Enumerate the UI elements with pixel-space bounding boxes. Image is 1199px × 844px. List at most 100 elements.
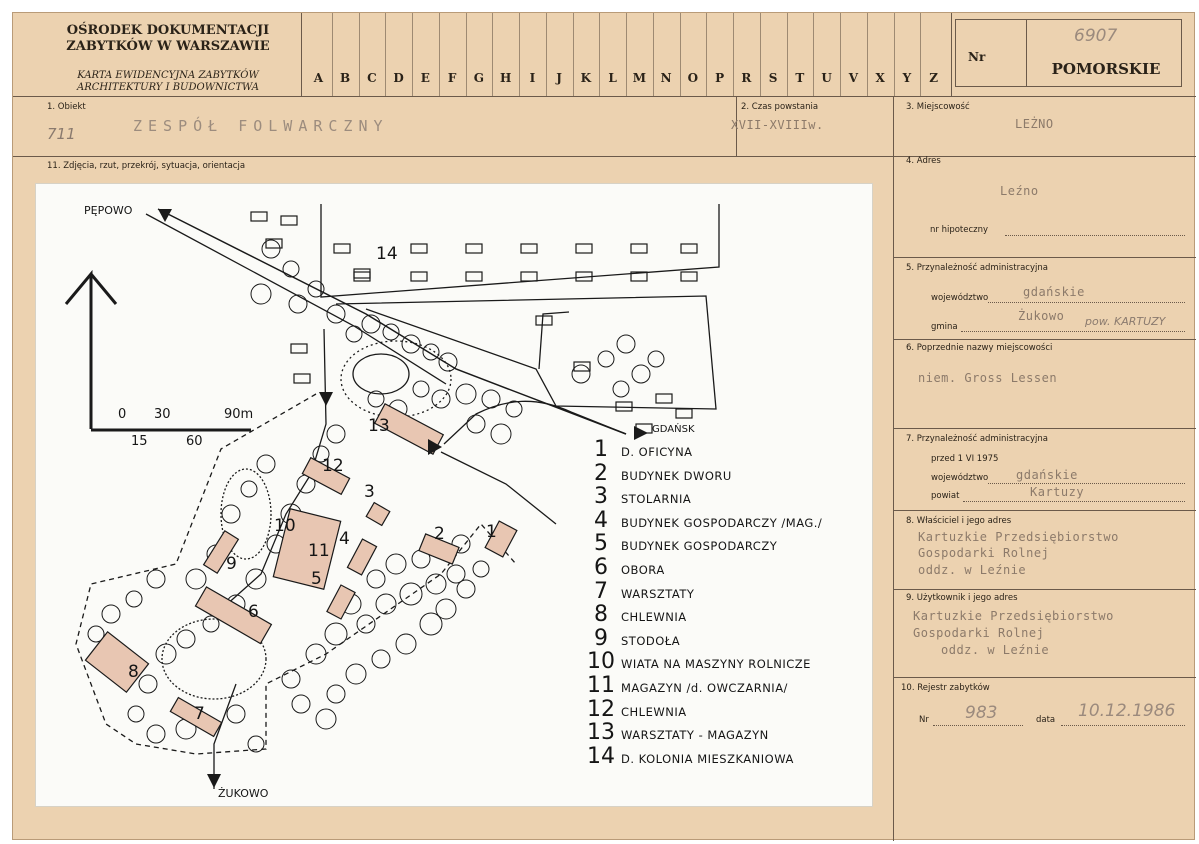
house-symbol (280, 215, 298, 226)
house-symbol (575, 271, 593, 282)
tree-symbol (438, 352, 458, 372)
tree-symbol (472, 560, 490, 578)
nr-value: 6907 (1074, 26, 1118, 46)
tree-symbol (324, 622, 348, 646)
institution-name: OŚRODEK DOKUMENTACJI ZABYTKÓW W WARSZAWI… (53, 23, 283, 55)
legend-number: 6 (594, 555, 608, 580)
letter-cell: D (393, 71, 404, 85)
scale-90: 90m (224, 407, 254, 422)
legend-number: 5 (594, 531, 608, 557)
building-label: 1 (486, 522, 497, 542)
county-label: powiat (931, 491, 960, 501)
object-value: ZESPÓŁ FOLWARCZNY (133, 117, 389, 135)
legend-item: 8 CHLEWNIA (581, 602, 687, 627)
building-label: 7 (194, 704, 205, 724)
tree-symbol (146, 569, 166, 589)
house-symbol (265, 238, 283, 249)
house-symbol (675, 408, 693, 419)
register-date-label: data (1036, 715, 1056, 725)
place-zukowo: ŻUKOWO (218, 787, 269, 800)
tree-symbol (456, 579, 476, 599)
admin-1975-label: 7. Przynależność administracyjna (906, 434, 1048, 444)
tree-symbol (127, 705, 145, 723)
address-value: Leźno (1000, 184, 1039, 198)
creation-time-label: 2. Czas powstania (741, 102, 819, 112)
card-title: KARTA EWIDENCYJNA ZABYTKÓW ARCHITEKTURY … (53, 70, 283, 94)
user-line1: Kartuzkie Przedsiębiorstwo (913, 609, 1114, 623)
tree-symbol (256, 454, 276, 474)
house-symbol (465, 243, 483, 254)
building-label: 11 (308, 541, 330, 561)
tree-symbol (155, 643, 177, 665)
legend-text: WARSZTATY - MAGAZYN (621, 728, 769, 743)
legend-number: 13 (587, 720, 615, 746)
house-symbol (680, 243, 698, 254)
locality-label: 3. Miejscowość (906, 102, 970, 112)
legend-number: 9 (594, 625, 608, 651)
register-nr-label: Nr (919, 715, 929, 725)
house-symbol (615, 401, 633, 412)
tree-symbol (647, 350, 665, 368)
legend-number: 14 (587, 743, 615, 769)
tree-symbol (399, 582, 423, 606)
legend-number: 8 (594, 602, 608, 628)
legend-text: STODOŁA (621, 633, 681, 648)
house-symbol (535, 315, 553, 326)
tree-symbol (455, 383, 477, 405)
tree-symbol (247, 735, 265, 753)
building-label: 9 (226, 554, 237, 574)
tree-symbol (221, 504, 241, 524)
place-gdansk: GDAŃSK (652, 424, 695, 435)
letter-cell: F (447, 71, 457, 85)
institution-line2: ZABYTKÓW W WARSZAWIE (66, 39, 270, 54)
tree-symbol (612, 380, 630, 398)
legend-text: BUDYNEK DWORU (621, 468, 732, 483)
house-symbol (520, 243, 538, 254)
region-name: POMORSKIE (1051, 60, 1161, 78)
building-label: 8 (128, 662, 139, 682)
owner-line1: Kartuzkie Przedsiębiorstwo (918, 530, 1119, 544)
house-symbol (465, 271, 483, 282)
legend-number: 12 (587, 696, 615, 722)
mortgage-label: nr hipoteczny (930, 225, 989, 235)
tree-symbol (240, 480, 258, 498)
tree-symbol (282, 260, 300, 278)
letter-cell: A (313, 71, 324, 85)
legend-number: 4 (594, 507, 608, 533)
tree-symbol (261, 239, 281, 259)
commune-label: gmina (931, 322, 958, 332)
tree-symbol (401, 334, 421, 354)
legend-item: 13 WARSZTATY - MAGAZYN (581, 720, 769, 745)
place-pepowo: PĘPOWO (84, 204, 133, 217)
county-value: Kartuzy (1030, 485, 1085, 499)
photos-label: 11. Zdjęcia, rzut, przekrój, sytuacja, o… (47, 161, 246, 171)
building-label: 13 (368, 416, 390, 436)
house-symbol (655, 393, 673, 404)
tree-symbol (288, 294, 308, 314)
tree-symbol (291, 694, 311, 714)
tree-symbol (382, 323, 400, 341)
user-line2: Gospodarki Rolnej (913, 626, 1045, 640)
user-line3: oddz. w Leźnie (941, 643, 1050, 657)
legend-text: CHLEWNIA (621, 610, 687, 625)
card-title-line1: KARTA EWIDENCYJNA ZABYTKÓW (77, 70, 259, 81)
legend-number: 3 (594, 484, 608, 510)
letter-cell: P (715, 71, 725, 85)
tree-symbol (431, 389, 451, 409)
letter-cell: C (367, 71, 377, 85)
legend-number: 2 (594, 460, 608, 486)
tree-symbol (385, 553, 407, 575)
tree-symbol (87, 625, 105, 643)
building-label: 12 (322, 456, 344, 476)
owner-line3: oddz. w Leźnie (918, 563, 1027, 577)
building-label: 10 (274, 516, 296, 536)
tree-symbol (490, 423, 512, 445)
tree-symbol (466, 414, 486, 434)
tree-symbol (435, 598, 457, 620)
